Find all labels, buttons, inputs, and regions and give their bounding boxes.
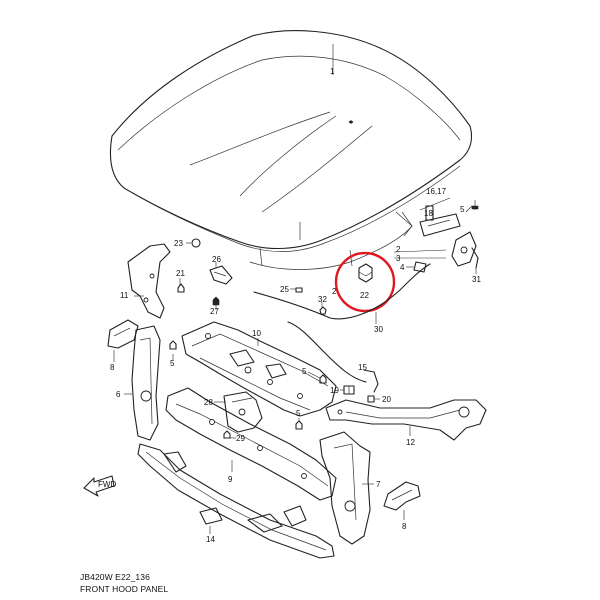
callout-numbers: 1 16,17 5 18 2 3 4 31 2 22 23 26 21 11 2… <box>110 67 481 544</box>
callout-6: 6 <box>116 390 121 399</box>
callout-22: 22 <box>360 291 369 300</box>
callout-8b: 8 <box>402 522 407 531</box>
callout-8a: 8 <box>110 363 115 372</box>
callout-15: 15 <box>358 363 367 372</box>
right-radiator-side <box>319 431 421 545</box>
callout-25: 25 <box>280 285 289 294</box>
callout-4: 4 <box>400 263 405 272</box>
callout-26: 26 <box>212 255 221 264</box>
callout-5b: 5 <box>170 359 175 368</box>
fasteners-center <box>169 340 380 430</box>
highlight-circle <box>334 251 396 313</box>
callout-7: 7 <box>376 480 381 489</box>
hood-release-cable <box>253 263 431 393</box>
callout-14: 14 <box>206 535 215 544</box>
callout-3: 3 <box>396 254 401 263</box>
callout-2b: 2 <box>332 287 337 296</box>
callout-10: 10 <box>252 329 261 338</box>
callout-20: 20 <box>382 395 391 404</box>
hood-latch-group <box>393 200 479 274</box>
callout-28: 28 <box>204 398 213 407</box>
left-radiator-side <box>107 319 161 441</box>
callout-5a: 5 <box>460 205 465 214</box>
callout-5c: 5 <box>302 367 307 376</box>
callout-9: 9 <box>228 475 233 484</box>
callout-30: 30 <box>374 325 383 334</box>
callout-27: 27 <box>210 307 219 316</box>
callout-31: 31 <box>472 275 481 284</box>
hood-bumper-22 <box>334 251 396 313</box>
lower-cross-member <box>137 443 335 559</box>
callout-12: 12 <box>406 438 415 447</box>
hood-panel <box>109 30 473 270</box>
callout-5d: 5 <box>296 409 301 418</box>
callout-32: 32 <box>318 295 327 304</box>
right-side-member <box>325 399 487 441</box>
callout-21: 21 <box>176 269 185 278</box>
diagram-title: FRONT HOOD PANEL <box>80 584 169 594</box>
fwd-label: FWD <box>98 480 116 489</box>
callout-18: 18 <box>424 209 433 218</box>
callout-19: 19 <box>330 386 339 395</box>
diagram-code: JB420W E22_136 <box>80 572 150 582</box>
callout-23: 23 <box>174 239 183 248</box>
callout-11: 11 <box>120 291 129 300</box>
callout-16-17: 16,17 <box>426 187 447 196</box>
callout-2a: 2 <box>396 245 401 254</box>
hood-hinge-group <box>127 238 327 319</box>
center-bracket <box>214 391 263 439</box>
callout-29: 29 <box>236 434 245 443</box>
upper-radiator-support <box>181 321 337 417</box>
fwd-arrow-icon: FWD <box>83 475 116 497</box>
callout-1: 1 <box>330 67 335 76</box>
lower-member <box>165 387 337 501</box>
